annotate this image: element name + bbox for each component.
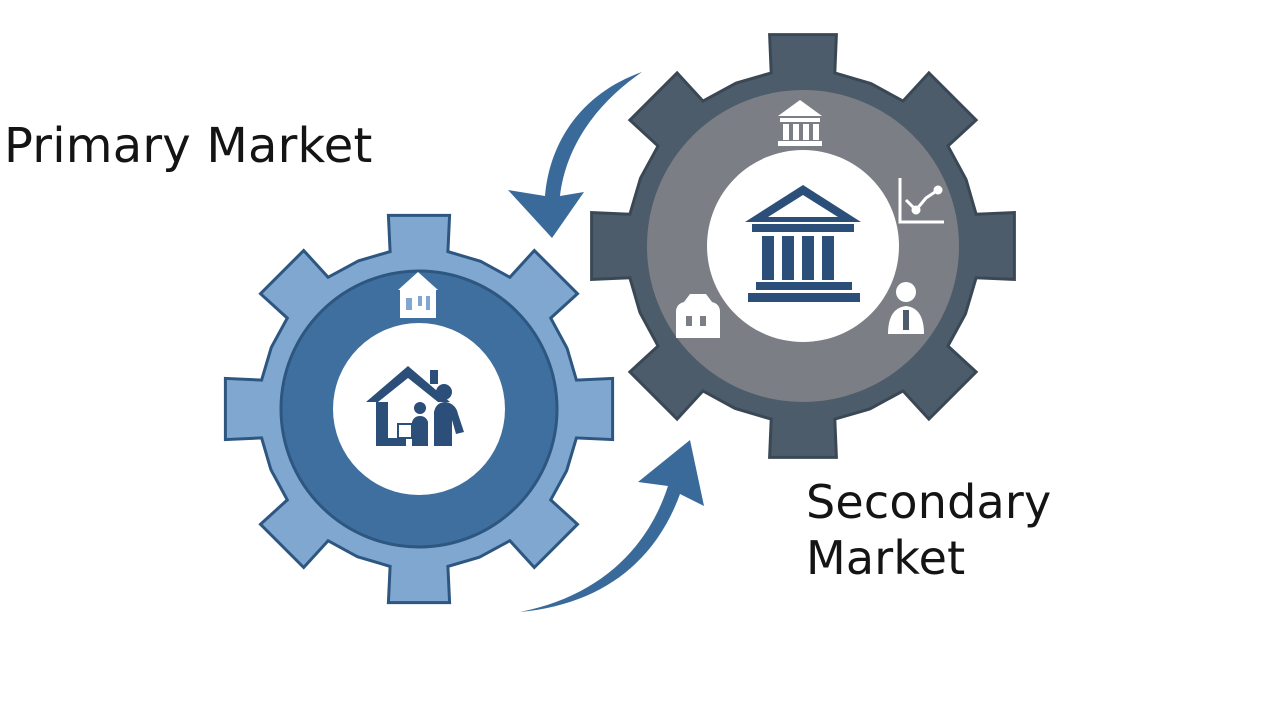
investor-person-icon [888,282,924,334]
chart-trend-icon [898,178,944,224]
secondary-market-label-line2: Market [806,531,966,585]
bank-building-icon [745,185,861,302]
small-bank-icon [778,100,822,146]
secondary-market-label-line1: Secondary [806,475,1052,529]
primary-market-gear [223,213,615,605]
flow-arrows [508,72,704,612]
secondary-market-gear [590,33,1016,459]
primary-market-label: Primary Market [4,118,373,174]
arrow-primary-to-secondary [520,440,704,612]
small-house-icon [398,272,438,318]
money-bag-icon [676,294,720,338]
secondary-market-label: Secondary Market [806,474,1051,586]
arrow-secondary-to-primary [508,72,642,238]
home-family-icon [366,366,464,446]
